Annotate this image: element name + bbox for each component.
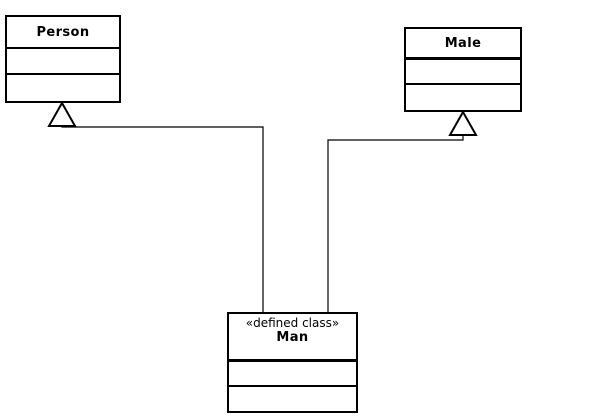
hollow-triangle-arrowhead-male (448, 109, 478, 136)
class-operations-compartment-man (229, 385, 356, 411)
class-stereotype-label-man: «defined class» (245, 316, 340, 330)
class-name-compartment-male: Male (406, 29, 520, 57)
uml-class-person[interactable]: Person (5, 15, 121, 103)
class-name-label-man: Man (276, 330, 309, 345)
class-attributes-compartment-male (406, 57, 520, 83)
hollow-triangle-arrowhead-person (47, 100, 77, 127)
uml-class-male[interactable]: Male (404, 27, 522, 112)
generalization-line-man-to-person (61, 126, 264, 312)
class-name-label-male: Male (444, 35, 482, 51)
class-attributes-compartment-man (229, 359, 356, 385)
generalization-man-to-male[interactable] (327, 109, 478, 312)
uml-class-man[interactable]: «defined class» Man (227, 312, 358, 413)
class-attributes-compartment-person (7, 47, 119, 73)
class-name-label-person: Person (36, 24, 90, 40)
class-name-compartment-man: «defined class» Man (229, 314, 356, 359)
generalization-man-to-person[interactable] (47, 100, 264, 312)
class-name-compartment-person: Person (7, 17, 119, 47)
class-operations-compartment-male (406, 83, 520, 110)
class-operations-compartment-person (7, 73, 119, 101)
generalization-line-man-to-male (327, 135, 464, 312)
